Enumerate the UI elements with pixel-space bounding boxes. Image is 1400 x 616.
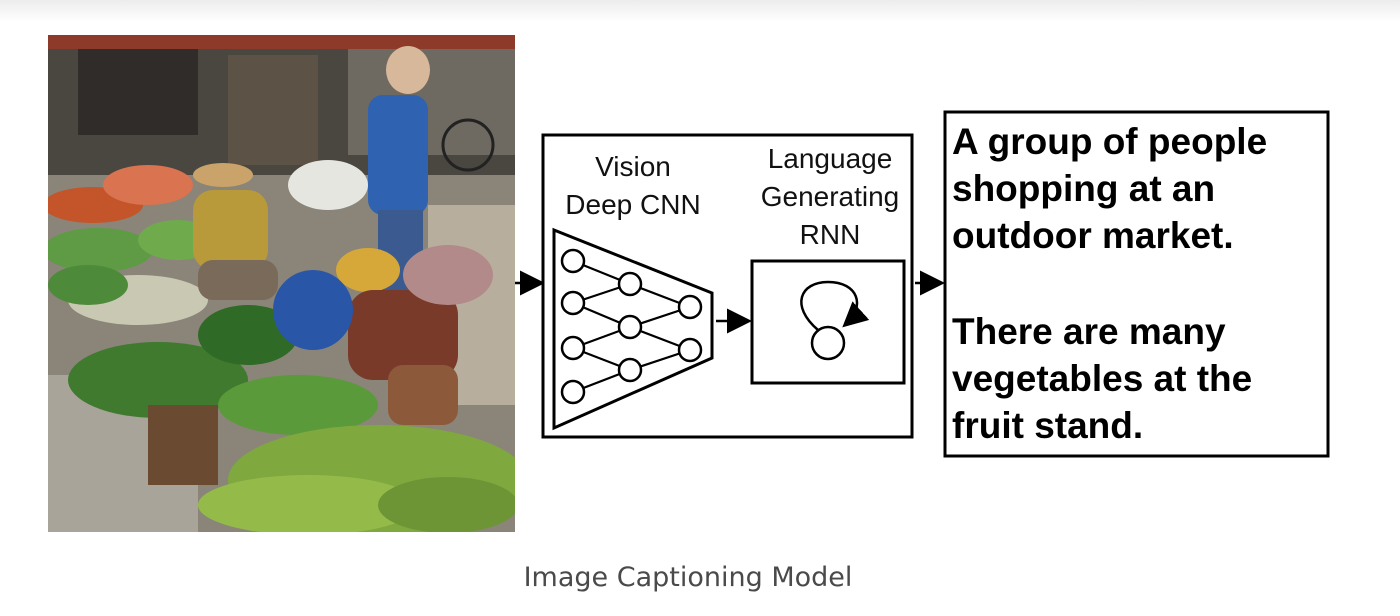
- cnn-node: [617, 357, 643, 383]
- caption-line: vegetables at the: [952, 358, 1253, 399]
- vision-label: Vision Deep CNN: [548, 148, 718, 224]
- vision-label-line: Deep CNN: [565, 189, 701, 220]
- cnn-node: [560, 248, 586, 274]
- figure-caption: Image Captioning Model: [523, 562, 853, 593]
- caption-line: There are many: [952, 311, 1226, 352]
- cnn-node: [560, 379, 586, 405]
- top-shade: [0, 0, 1400, 22]
- caption-sentence-2: There are many vegetables at the fruit s…: [952, 308, 1252, 449]
- rnn-loop: [800, 280, 870, 331]
- caption-box: [943, 110, 1330, 458]
- rnn-box: [750, 259, 906, 385]
- cnn-node: [560, 335, 586, 361]
- cnn-node: [677, 294, 703, 320]
- cnn-node: [560, 290, 586, 316]
- language-label-line: Language: [767, 143, 893, 174]
- rnn-node: [810, 325, 846, 361]
- vision-label-line: Vision: [595, 151, 671, 182]
- language-label: Language Generating RNN: [745, 140, 915, 254]
- cnn-node: [617, 314, 643, 340]
- caption-line: outdoor market.: [952, 215, 1234, 256]
- market-photo: [48, 35, 515, 532]
- caption-line: fruit stand.: [952, 405, 1144, 446]
- language-label-line: RNN: [799, 219, 861, 250]
- cnn-node: [617, 271, 643, 297]
- caption-line: A group of people: [952, 121, 1268, 162]
- caption-line: shopping at an: [952, 168, 1216, 209]
- cnn-node: [677, 337, 703, 363]
- language-label-line: Generating: [760, 181, 900, 212]
- caption-sentence-1: A group of people shopping at an outdoor…: [952, 118, 1267, 259]
